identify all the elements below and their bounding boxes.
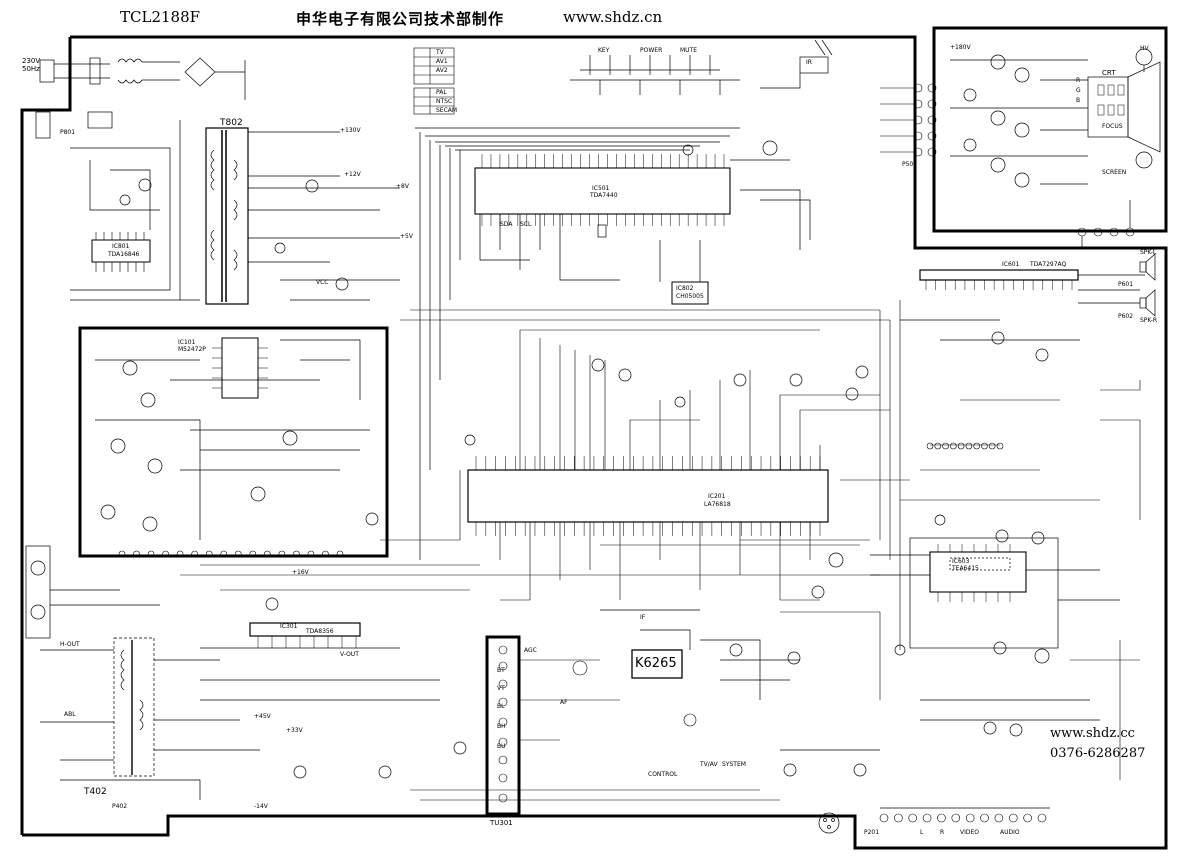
label-bu: BU (497, 744, 506, 750)
label-ic802-part: CH05005 (676, 294, 704, 300)
label-spk-r: SPK-R (1140, 318, 1157, 324)
label-p601: P601 (1118, 282, 1133, 288)
label-ic501-part: TDA7440 (590, 193, 618, 199)
audio-switch (870, 443, 1120, 648)
vertical-output (200, 598, 466, 778)
label-key: KEY (598, 48, 609, 54)
label-ic101-part: M52472P (178, 347, 206, 353)
label-af: AF (560, 700, 568, 706)
label-mains-voltage: 230V (22, 58, 40, 65)
label-l-in: L (920, 830, 923, 836)
label-agc: AGC (524, 648, 537, 654)
label-vout: V-OUT (340, 652, 359, 658)
label-ic301-ref: IC301 (280, 624, 297, 630)
saw-filter (600, 610, 800, 700)
label-k6265: K6265 (635, 656, 677, 671)
label-vt: VT (497, 686, 505, 692)
label-sw-tv: TV (436, 50, 444, 56)
crt-connector (880, 84, 936, 156)
label-sw-secam: SECAM (436, 108, 457, 114)
label-focus: FOCUS (1102, 124, 1123, 130)
label-ic601-ref: IC601 (1002, 262, 1019, 268)
label-t802: T802 (220, 119, 243, 128)
label-ir: IR (806, 60, 812, 66)
label-vcc: VCC (316, 280, 328, 286)
power-supply (36, 58, 400, 304)
label-table-col1: TV/AV (700, 762, 718, 768)
label-p602: P602 (1118, 314, 1133, 320)
label-r-out: R (1076, 78, 1080, 84)
main-video-ic (465, 330, 910, 600)
label-r-in: R (940, 830, 944, 836)
label-ic801-part: TDA16846 (108, 252, 139, 258)
label-ic201-part: LA76818 (704, 502, 731, 508)
label-table-col2: SYSTEM (722, 762, 746, 768)
label-t402: T402 (84, 788, 107, 797)
label-audio-in: AUDIO (1000, 830, 1020, 836)
label-ic603-part: TEA6415 (952, 566, 979, 572)
label-tu301: TU301 (490, 820, 513, 827)
flyback-section (26, 546, 260, 800)
microcontroller (415, 40, 832, 560)
label-p402: P402 (112, 804, 127, 810)
label-ic801-ref: IC801 (112, 244, 129, 250)
label-b-out: B (1076, 98, 1080, 104)
label-abl: ABL (64, 712, 76, 718)
label-plus8v: +8V (396, 184, 409, 190)
audio-amplifier (900, 254, 1155, 361)
crt-board (950, 49, 1160, 248)
label-if: IF (640, 615, 645, 621)
rgb-section (95, 338, 378, 557)
label-crt: CRT (1102, 70, 1116, 77)
label-hout: H-OUT (60, 642, 80, 648)
label-plus16v: +16V (292, 570, 309, 576)
label-plus12v: +12V (344, 172, 361, 178)
label-spk-l: SPK-L (1140, 250, 1156, 256)
label-sw-pal: PAL (436, 90, 447, 96)
label-bl: BL (497, 704, 504, 710)
label-ic802-ref: IC802 (676, 286, 693, 292)
label-table-ref: CONTROL (648, 772, 677, 778)
label-p801: P801 (60, 130, 75, 136)
label-p501: P501 (902, 162, 917, 168)
label-power: POWER (640, 48, 662, 54)
label-video-in: VIDEO (960, 830, 979, 836)
label-g-out: G (1076, 88, 1081, 94)
label-hv: HV (1140, 46, 1149, 52)
label-plus180v: +180V (950, 45, 971, 51)
label-minus14v: -14V (254, 804, 268, 810)
label-sw-av2: AV2 (436, 68, 448, 74)
label-plus45v: +45V (254, 714, 271, 720)
label-bt: BT (497, 668, 505, 674)
label-plus33v: +33V (286, 728, 303, 734)
label-sw-ntsc: NTSC (436, 99, 452, 105)
board-outline (22, 28, 1166, 848)
label-plus130v: +130V (340, 128, 361, 134)
label-bh: BH (497, 724, 506, 730)
label-ic601-part: TDA7297AQ (1030, 262, 1066, 268)
label-sda: SDA (500, 222, 512, 228)
label-p201: P201 (864, 830, 879, 836)
av-jacks (780, 642, 1100, 833)
label-mains-freq: 50Hz (22, 66, 40, 73)
label-mute: MUTE (680, 48, 697, 54)
label-plus5v: +5V (400, 234, 413, 240)
label-sw-av1: AV1 (436, 59, 448, 65)
label-scl: SCL (520, 222, 531, 228)
label-ic301-part: TDA8356 (306, 629, 334, 635)
label-screen: SCREEN (1102, 170, 1126, 176)
label-ic201-ref: IC201 (708, 494, 725, 500)
